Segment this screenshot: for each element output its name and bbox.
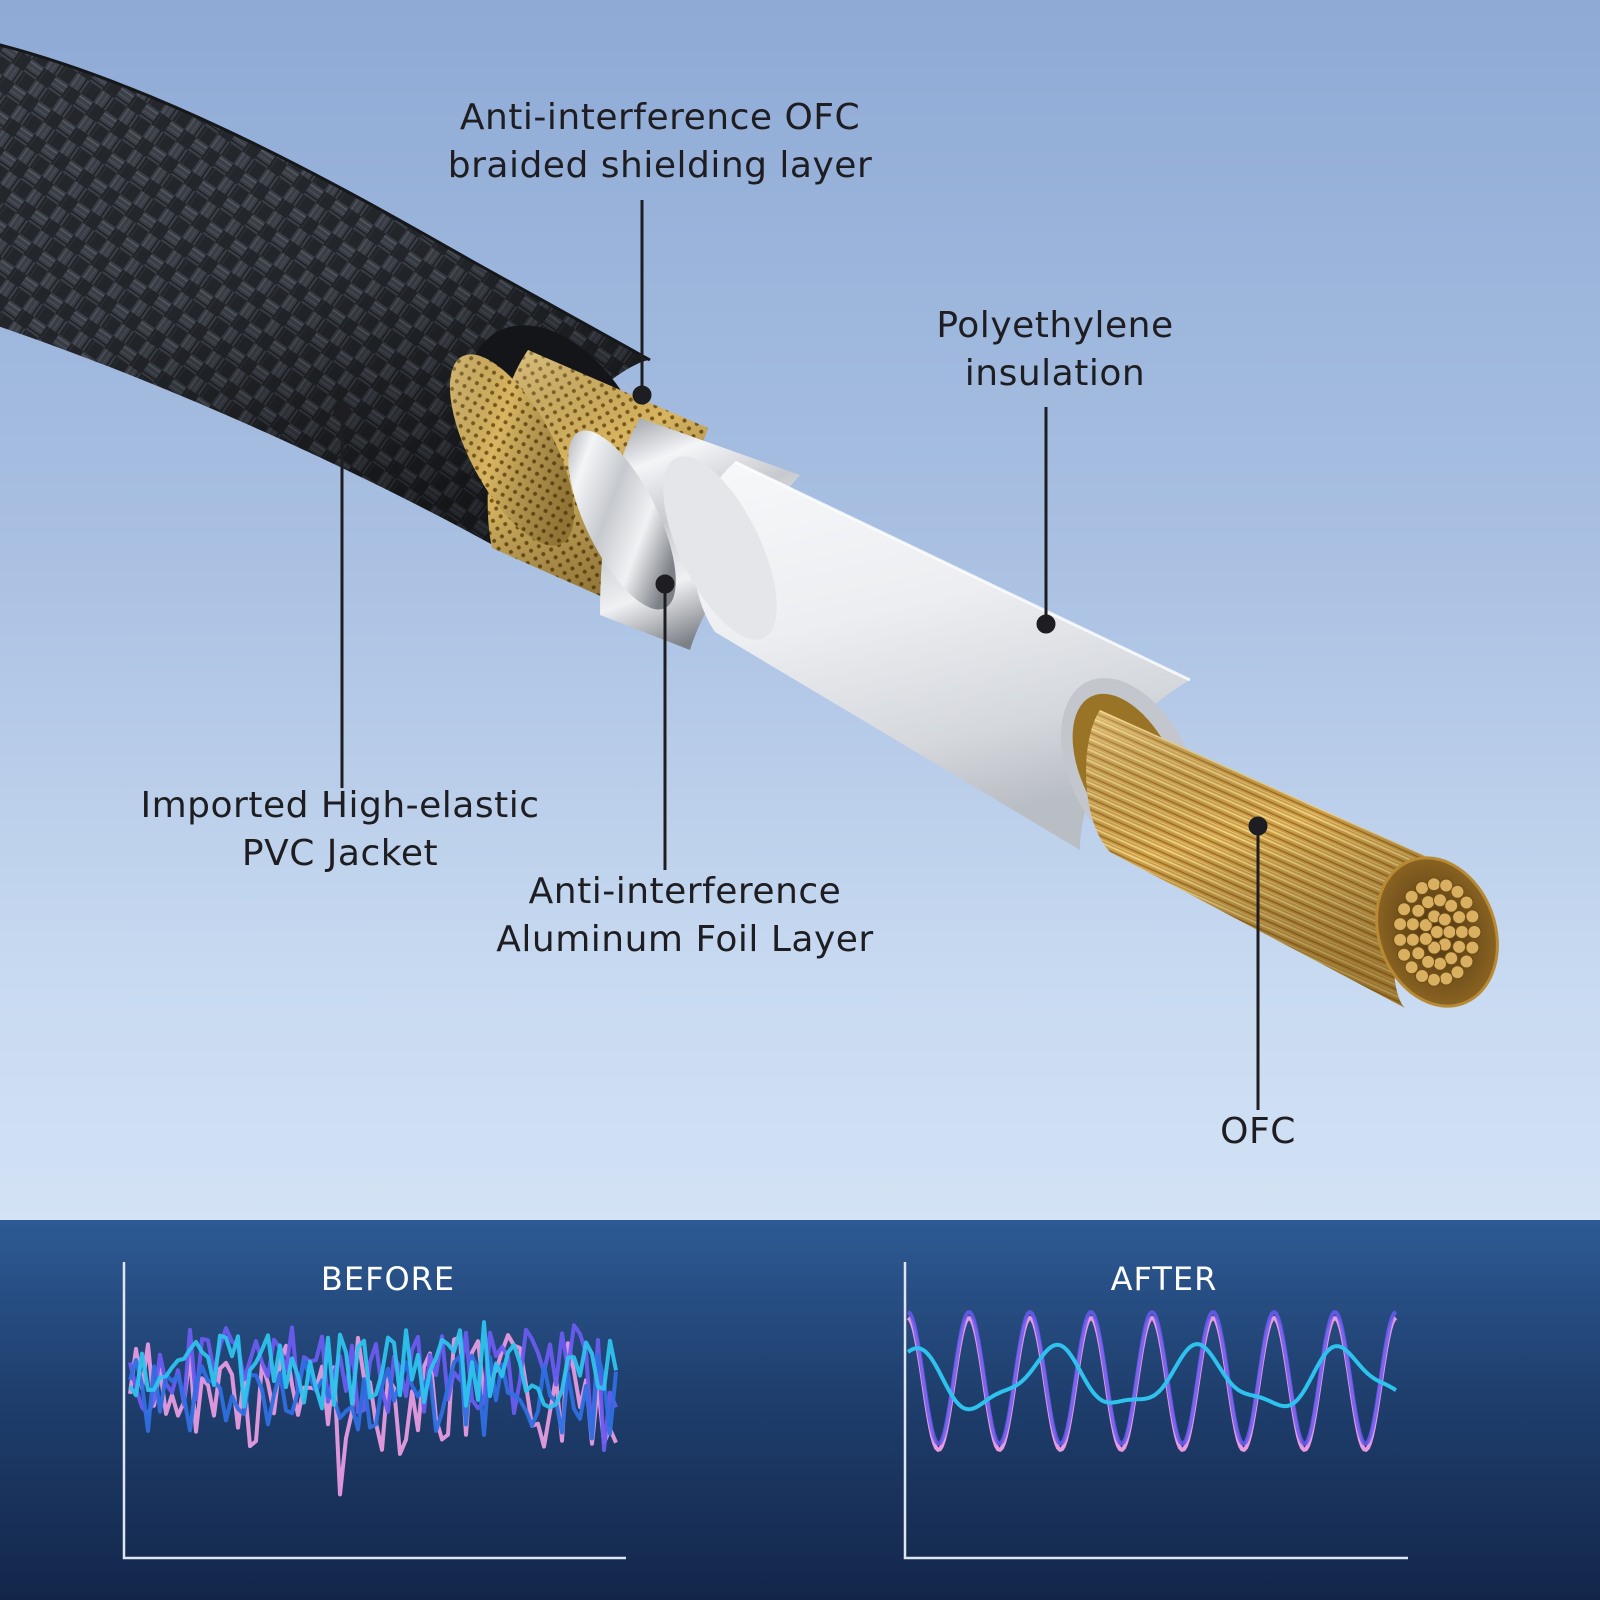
conductor-strand-end (1455, 925, 1469, 939)
conductor-strand-end (1467, 925, 1482, 939)
conductor-strand-end (1415, 881, 1429, 895)
before-wave-violet (128, 1323, 618, 1453)
noisy-signal-waveform-icon (128, 1320, 618, 1497)
conductor-strand-end (1465, 940, 1480, 955)
conductor-strand-end (1439, 878, 1454, 893)
clean-signal-waveform-icon (906, 1310, 1398, 1452)
label-jacket-line2: PVC Jacket (241, 833, 439, 874)
ofc-conductor (1086, 710, 1499, 1008)
waveform-comparison-svg (122, 1262, 1408, 1560)
conductor-strand-end (1444, 951, 1459, 966)
label-insulation: Polyethylene insulation (880, 302, 1230, 398)
label-foil: Anti-interference Aluminum Foil Layer (460, 868, 910, 964)
conductor-strand-end (1437, 912, 1452, 927)
conductor-strand-end (1452, 939, 1467, 954)
conductor-strand-end (1426, 877, 1441, 892)
signal-comparison-panel: BEFORE AFTER (0, 1220, 1600, 1600)
conductor-strand-end (1439, 971, 1454, 986)
before-wave-blue (128, 1353, 618, 1441)
conductor-strand-end (1452, 910, 1467, 925)
label-conductor: OFC (1158, 1108, 1358, 1156)
conductor-strand-end (1450, 965, 1465, 980)
conductor-strand-end (1433, 893, 1447, 908)
conductor-strand-end (1397, 902, 1412, 917)
label-braided-shield: Anti-interference OFC braided shielding … (410, 94, 910, 190)
conductor-strand-end (1442, 925, 1457, 939)
label-braided-shield-line2: braided shielding layer (447, 145, 873, 186)
label-jacket-line1: Imported High-elastic (140, 785, 540, 826)
conductor-strand-end (1426, 972, 1441, 987)
label-insulation-line1: Polyethylene (936, 305, 1174, 346)
after-wave-violet (906, 1310, 1398, 1446)
conductor-strand-end (1404, 889, 1419, 904)
conductor-strand-end (1404, 960, 1419, 975)
label-conductor-line1: OFC (1220, 1111, 1296, 1152)
before-axes (122, 1262, 626, 1560)
conductor-strand-end (1459, 895, 1474, 910)
conductor-strand-end (1427, 940, 1442, 955)
conductor-strand-end (1393, 917, 1408, 932)
after-wave-cyan (906, 1342, 1398, 1412)
conductor-strand-end (1421, 895, 1436, 910)
after-title: AFTER (1110, 1260, 1218, 1298)
label-braided-shield-line1: Anti-interference OFC (459, 97, 861, 138)
conductor-strand-end (1415, 969, 1429, 983)
label-foil-line1: Anti-interference (528, 871, 842, 912)
conductor-strand-end (1393, 932, 1408, 947)
conductor-strand-end (1444, 898, 1459, 913)
conductor-strand-end (1411, 903, 1426, 918)
after-wave-pink (906, 1316, 1398, 1452)
conductor-strand-end (1459, 954, 1474, 969)
conductor-strand-end (1405, 917, 1420, 932)
conductor-strand-end (1405, 932, 1420, 947)
after-axes (903, 1262, 1408, 1560)
cable-illustration-area: Anti-interference OFC braided shielding … (0, 0, 1600, 1220)
before-title: BEFORE (320, 1260, 456, 1298)
before-wave-pink (128, 1333, 618, 1497)
label-foil-line2: Aluminum Foil Layer (496, 919, 874, 960)
conductor-strand-end (1418, 931, 1433, 946)
label-insulation-line2: insulation (964, 353, 1146, 394)
conductor-strand-end (1450, 884, 1465, 899)
label-jacket: Imported High-elastic PVC Jacket (120, 782, 560, 878)
conductor-strand-end (1430, 925, 1444, 939)
conductor-strand-end (1411, 946, 1426, 961)
before-wave-cyan (128, 1320, 618, 1411)
conductor-strand-end (1433, 956, 1447, 971)
conductor-strand-end (1421, 954, 1436, 969)
conductor-strand-end (1397, 947, 1412, 962)
cable-cross-section-icon (0, 43, 1499, 1110)
callout-lines (333, 200, 1268, 1110)
conductor-strand-end (1465, 909, 1480, 924)
